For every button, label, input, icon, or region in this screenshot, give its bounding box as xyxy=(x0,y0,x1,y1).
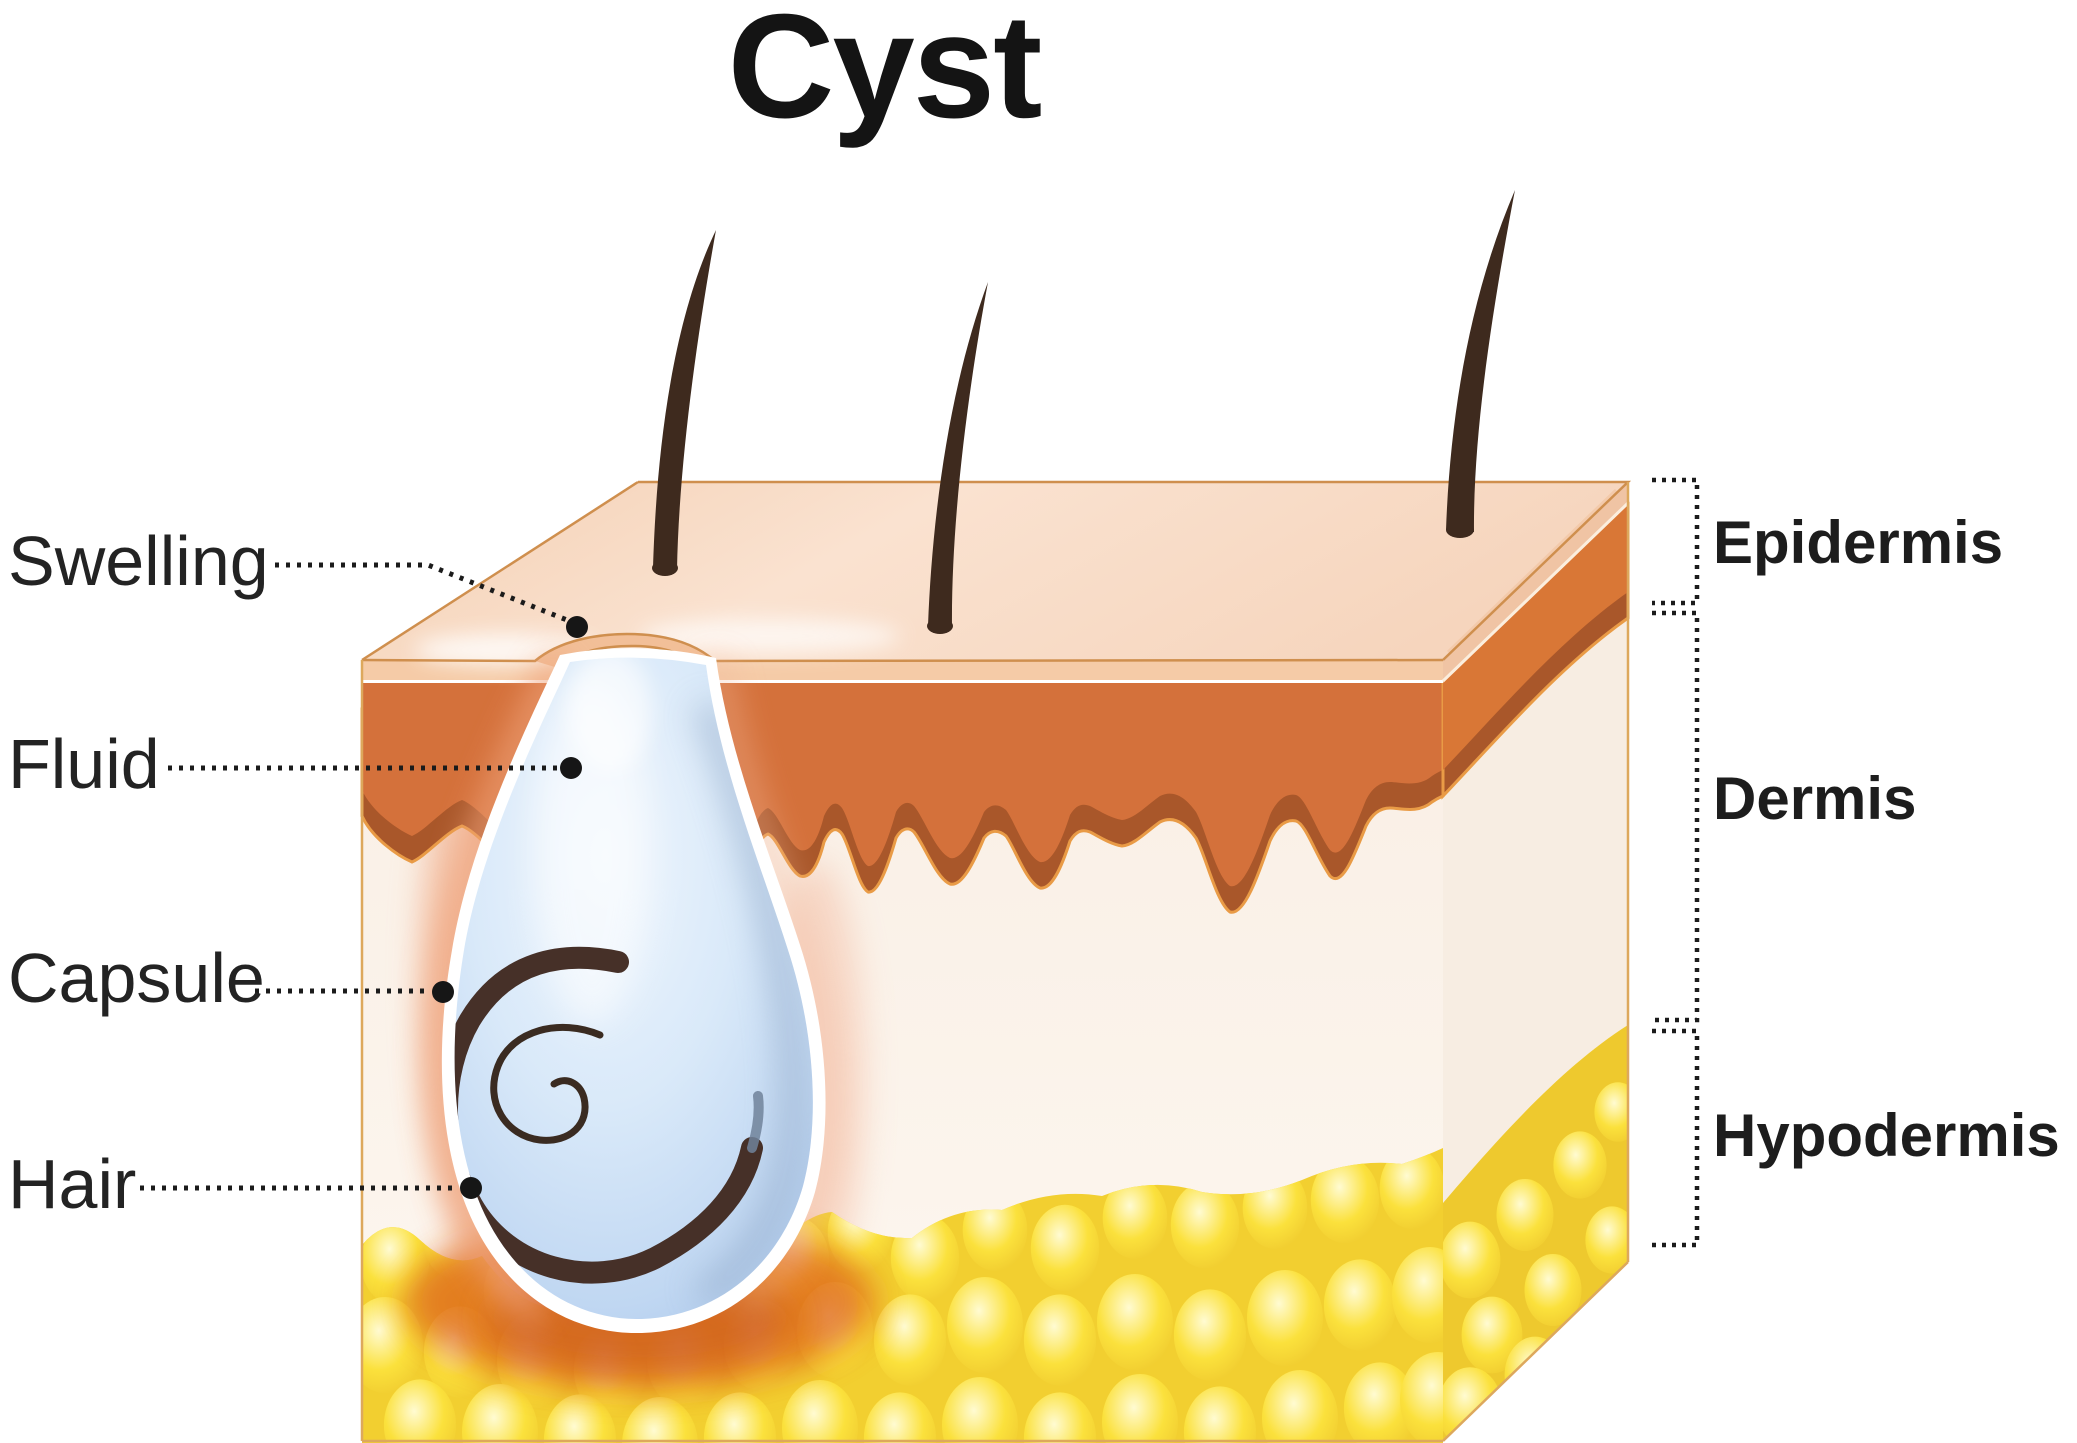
fat-cell xyxy=(1594,1082,1628,1142)
skin-block xyxy=(360,190,1632,1443)
capsule-point-marker xyxy=(432,981,454,1003)
fluid-point-marker xyxy=(560,757,582,779)
fat-cell xyxy=(1323,1259,1397,1351)
fat-cell xyxy=(1247,1270,1323,1366)
coiled-hair-curl xyxy=(490,1023,604,1144)
hair-shaft-3 xyxy=(1446,190,1515,538)
fat-cell xyxy=(1097,1274,1173,1370)
fat-cell xyxy=(1504,1336,1566,1414)
fat-cell xyxy=(873,1294,947,1386)
layer-brackets xyxy=(1652,477,1700,1248)
layer-label-epidermis: Epidermis xyxy=(1713,509,2004,576)
fat-cell xyxy=(1173,1289,1247,1381)
swelling-shine-right xyxy=(640,619,900,653)
fat-cell xyxy=(1496,1179,1554,1251)
leader-lines xyxy=(140,562,573,1191)
epidermis-bracket xyxy=(1652,477,1700,606)
fat-cell xyxy=(1585,1206,1628,1274)
fat-cell xyxy=(1170,1181,1240,1269)
block-outline xyxy=(360,482,1630,1443)
callout-label-fluid: Fluid xyxy=(8,725,160,803)
hair-shaft-2 xyxy=(927,282,988,634)
diagram-title: Cyst xyxy=(727,0,1043,149)
leader-dots xyxy=(432,616,588,1199)
fat-cell xyxy=(1030,1204,1100,1292)
hair-shaft-1 xyxy=(652,230,716,576)
layer-label-dermis: Dermis xyxy=(1713,765,1917,832)
fat-cell xyxy=(1574,1297,1628,1367)
dermis-bracket xyxy=(1652,610,1700,1023)
layer-label-hypodermis: Hypodermis xyxy=(1713,1102,2060,1169)
fluid-highlight-neck xyxy=(568,657,652,772)
callout-label-capsule: Capsule xyxy=(8,939,265,1017)
hair-point-marker xyxy=(460,1177,482,1199)
swelling-point-marker xyxy=(566,616,588,638)
fat-cell xyxy=(1023,1294,1097,1386)
fat-cell xyxy=(1553,1131,1607,1199)
fat-cell xyxy=(1443,1221,1501,1299)
fat-cell xyxy=(947,1277,1023,1373)
top-surface xyxy=(361,480,1632,666)
swelling-leader-line xyxy=(275,562,573,625)
callout-label-hair: Hair xyxy=(8,1145,137,1223)
surface-hairs xyxy=(652,190,1515,634)
callout-label-swelling: Swelling xyxy=(8,522,269,600)
hypodermis-bracket xyxy=(1652,1028,1700,1248)
